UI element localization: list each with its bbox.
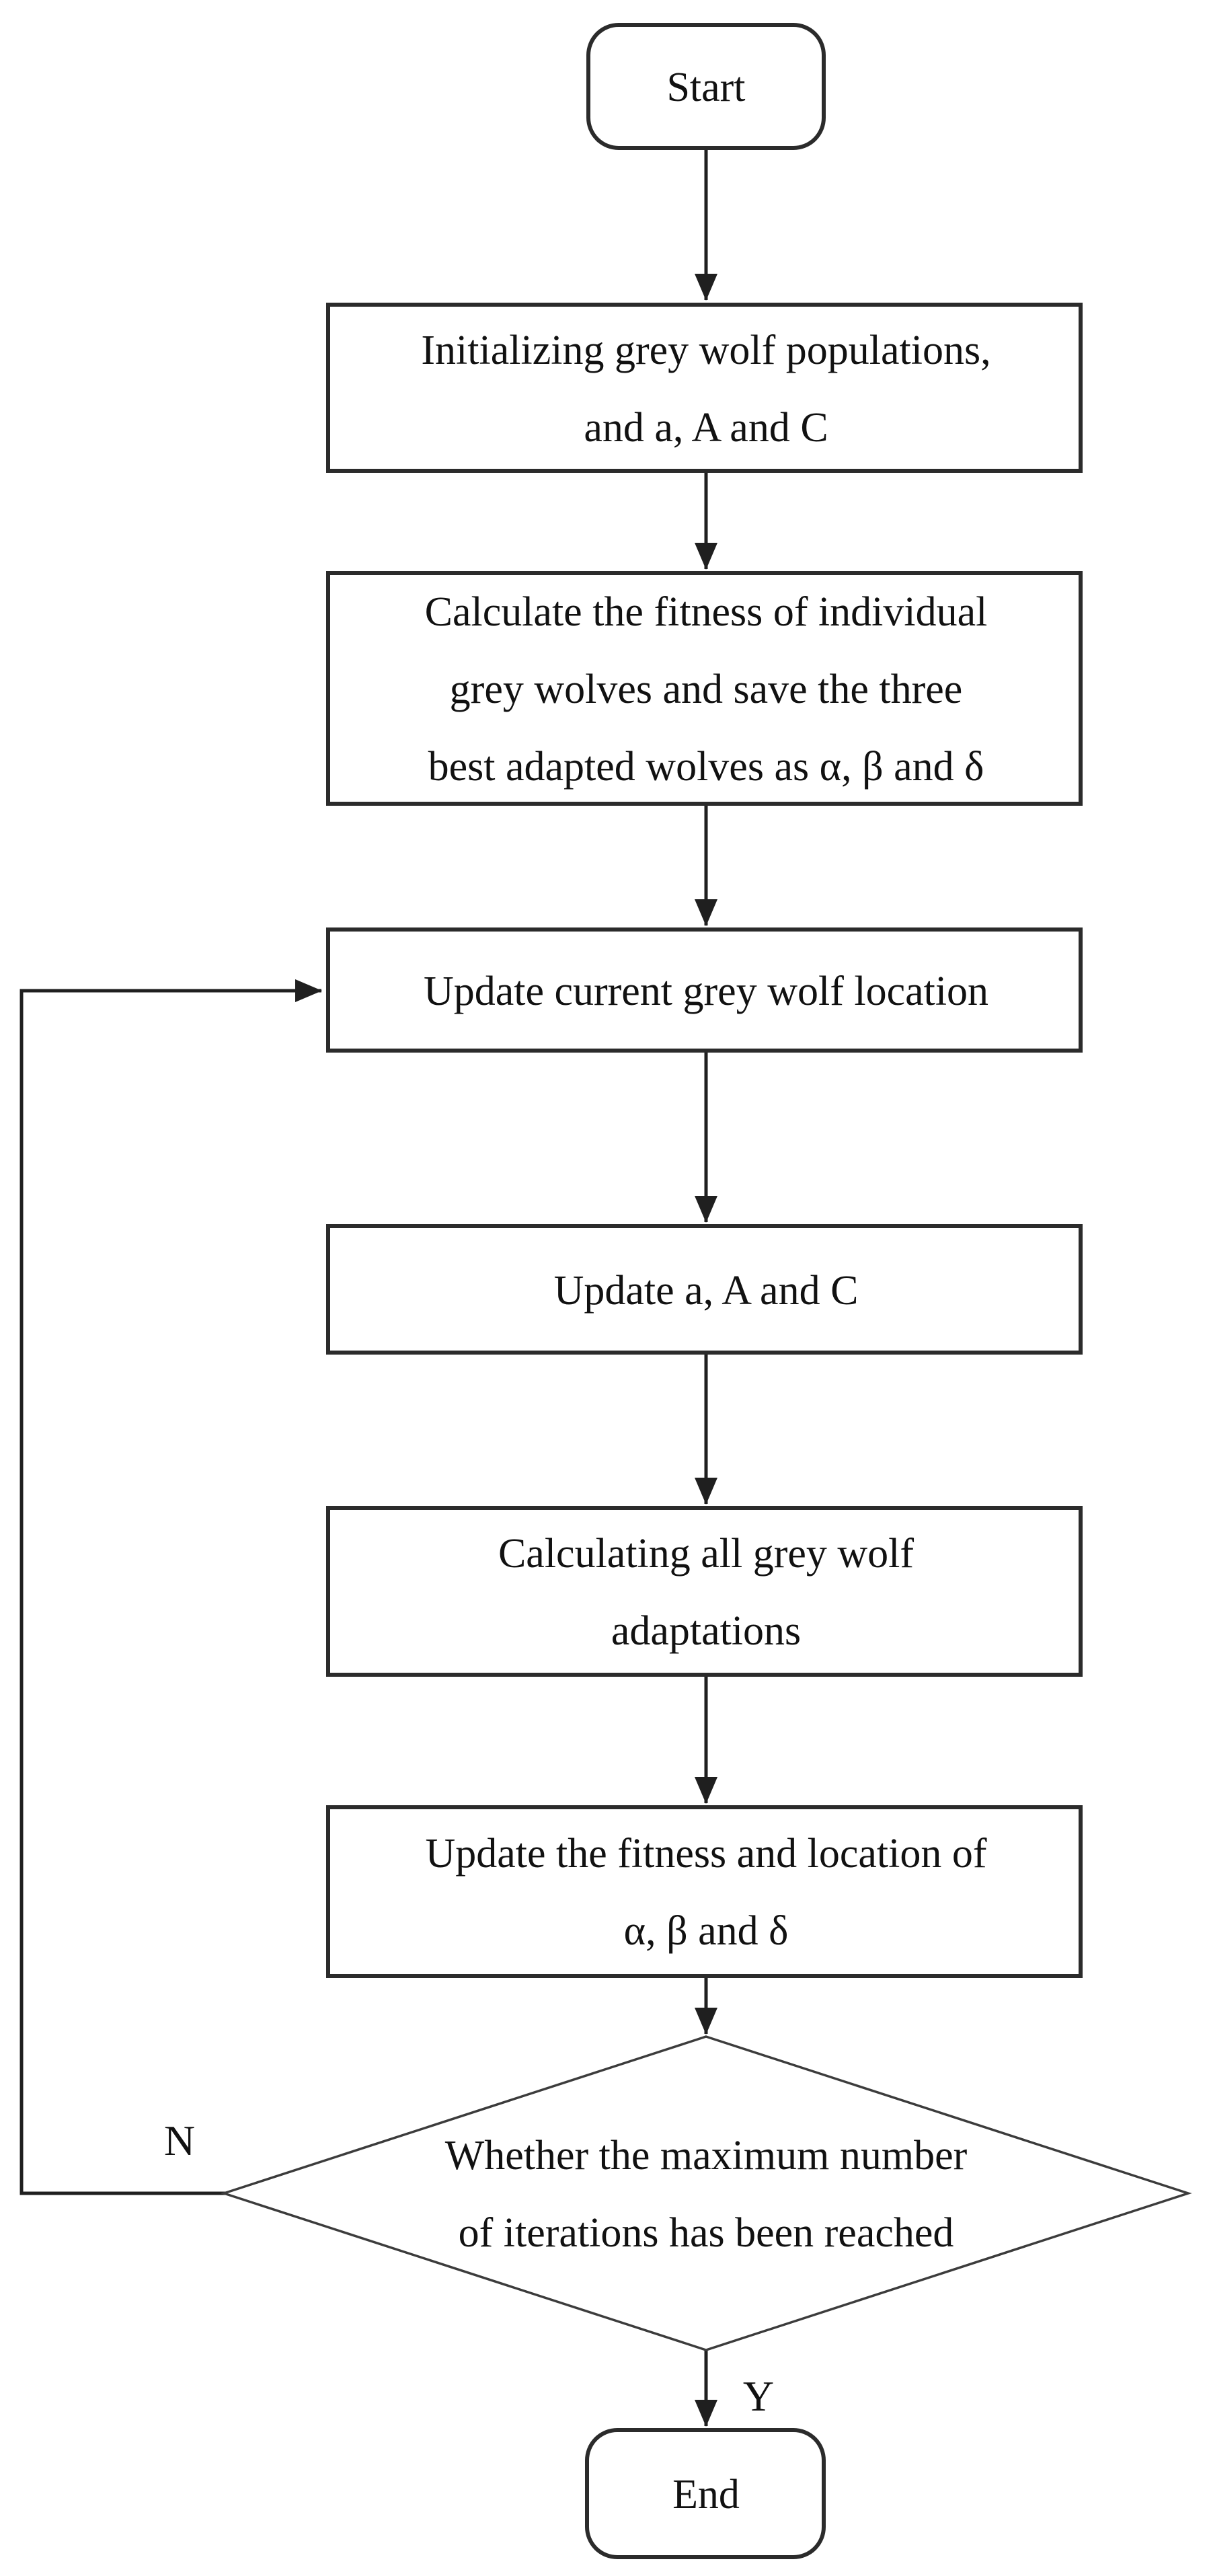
update-aac-node-shape [326, 1224, 1083, 1355]
calc-adaptations-node-line-2: adaptations [611, 1608, 801, 1654]
no-branch-label: N [164, 2117, 195, 2164]
init-node-line-1: Initializing grey wolf populations, [421, 328, 990, 373]
init-node-line-2: and a, A and C [584, 405, 828, 451]
start-node-label: Start [666, 65, 745, 110]
init-node-shape [326, 303, 1083, 473]
update-location-node-label: Update current grey wolf location [424, 969, 988, 1014]
update-fitness-node-line-1: Update the fitness and location of [425, 1831, 986, 1877]
update-location-node-shape [326, 927, 1083, 1053]
yes-branch-label: Y [743, 2372, 774, 2420]
calc-adaptations-node-shape [326, 1506, 1083, 1677]
calc-adaptations-node-line-1: Calculating all grey wolf [498, 1531, 914, 1577]
edges [20, 148, 717, 2427]
update-fitness-node-line-2: α, β and δ [624, 1908, 789, 1954]
update-fitness-node-shape [326, 1805, 1083, 1978]
fitness-node-line-1: Calculate the fitness of individual [425, 589, 988, 635]
end-node-shape [585, 2428, 826, 2559]
fitness-node-line-3: best adapted wolves as α, β and δ [428, 744, 984, 790]
decision-node-line-1: Whether the maximum number [445, 2133, 968, 2179]
edge-loop-no-branch [20, 979, 322, 2195]
decision-node-shape [220, 2035, 1192, 2351]
end-node-label: End [672, 2472, 740, 2517]
decision-node-line-2: of iterations has been reached [459, 2210, 954, 2256]
update-aac-node-label: Update a, A and C [554, 1268, 859, 1314]
fitness-node-line-2: grey wolves and save the three [450, 667, 963, 712]
start-node-shape [586, 23, 826, 150]
fitness-node-shape [326, 571, 1083, 806]
